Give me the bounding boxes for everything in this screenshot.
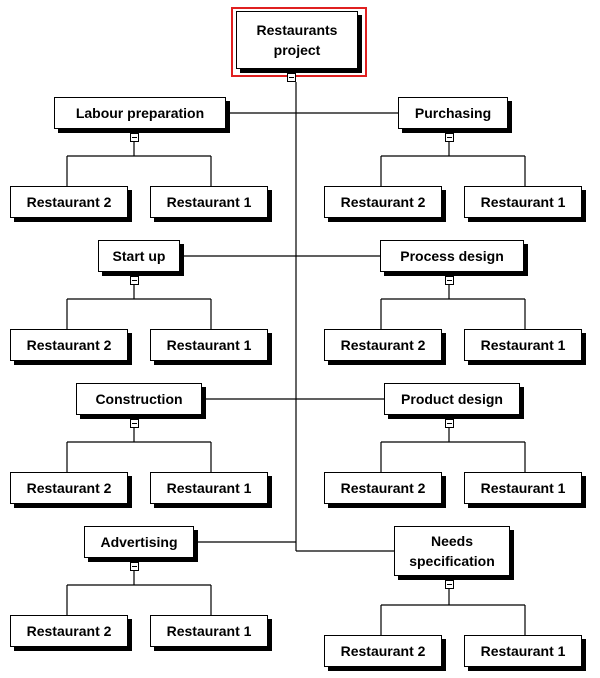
subtask-construction-restaurant-2[interactable]: Restaurant 2: [10, 472, 128, 504]
subtask-process-design-restaurant-1-label: Restaurant 1: [480, 337, 566, 353]
category-construction-label: Construction: [95, 391, 183, 407]
category-labour-preparation[interactable]: Labour preparation: [54, 97, 226, 129]
subtask-start-up-restaurant-2-label: Restaurant 2: [26, 337, 112, 353]
category-purchasing-label: Purchasing: [414, 105, 492, 121]
subtask-needs-specification-restaurant-1-label: Restaurant 1: [480, 643, 566, 659]
category-purchasing[interactable]: Purchasing: [398, 97, 508, 129]
subtask-labour-preparation-restaurant-2-label: Restaurant 2: [26, 194, 112, 210]
subtask-product-design-restaurant-1[interactable]: Restaurant 1: [464, 472, 582, 504]
category-advertising-label: Advertising: [100, 534, 178, 550]
subtask-advertising-restaurant-2-label: Restaurant 2: [26, 623, 112, 639]
category-process-design-label: Process design: [400, 248, 504, 264]
collapse-toggle-icon[interactable]: [130, 419, 139, 428]
root-node-restaurants-project-label: Restaurants project: [256, 22, 338, 58]
subtask-start-up-restaurant-1-label: Restaurant 1: [166, 337, 252, 353]
subtask-construction-restaurant-2-label: Restaurant 2: [26, 480, 112, 496]
subtask-product-design-restaurant-2-label: Restaurant 2: [340, 480, 426, 496]
subtask-labour-preparation-restaurant-1[interactable]: Restaurant 1: [150, 186, 268, 218]
subtask-labour-preparation-restaurant-2[interactable]: Restaurant 2: [10, 186, 128, 218]
subtask-needs-specification-restaurant-2[interactable]: Restaurant 2: [324, 635, 442, 667]
category-product-design-label: Product design: [401, 391, 503, 407]
subtask-product-design-restaurant-1-label: Restaurant 1: [480, 480, 566, 496]
root-selection-outline: [231, 7, 367, 77]
collapse-toggle-icon[interactable]: [130, 562, 139, 571]
category-start-up[interactable]: Start up: [98, 240, 180, 272]
collapse-toggle-icon[interactable]: [287, 73, 296, 82]
subtask-advertising-restaurant-2[interactable]: Restaurant 2: [10, 615, 128, 647]
subtask-needs-specification-restaurant-2-label: Restaurant 2: [340, 643, 426, 659]
subtask-advertising-restaurant-1-label: Restaurant 1: [166, 623, 252, 639]
category-needs-specification-label: Needs specification: [409, 533, 495, 569]
collapse-toggle-icon[interactable]: [130, 133, 139, 142]
category-needs-specification[interactable]: Needs specification: [394, 526, 510, 576]
subtask-needs-specification-restaurant-1[interactable]: Restaurant 1: [464, 635, 582, 667]
subtask-start-up-restaurant-2[interactable]: Restaurant 2: [10, 329, 128, 361]
category-construction[interactable]: Construction: [76, 383, 202, 415]
subtask-start-up-restaurant-1[interactable]: Restaurant 1: [150, 329, 268, 361]
collapse-toggle-icon[interactable]: [130, 276, 139, 285]
subtask-process-design-restaurant-1[interactable]: Restaurant 1: [464, 329, 582, 361]
root-node-restaurants-project[interactable]: Restaurants project: [236, 11, 358, 69]
subtask-product-design-restaurant-2[interactable]: Restaurant 2: [324, 472, 442, 504]
collapse-toggle-icon[interactable]: [445, 580, 454, 589]
subtask-purchasing-restaurant-1[interactable]: Restaurant 1: [464, 186, 582, 218]
collapse-toggle-icon[interactable]: [445, 133, 454, 142]
subtask-purchasing-restaurant-1-label: Restaurant 1: [480, 194, 566, 210]
category-start-up-label: Start up: [112, 248, 166, 264]
category-process-design[interactable]: Process design: [380, 240, 524, 272]
subtask-purchasing-restaurant-2-label: Restaurant 2: [340, 194, 426, 210]
subtask-purchasing-restaurant-2[interactable]: Restaurant 2: [324, 186, 442, 218]
category-labour-preparation-label: Labour preparation: [75, 105, 205, 121]
subtask-advertising-restaurant-1[interactable]: Restaurant 1: [150, 615, 268, 647]
subtask-process-design-restaurant-2-label: Restaurant 2: [340, 337, 426, 353]
subtask-labour-preparation-restaurant-1-label: Restaurant 1: [166, 194, 252, 210]
category-product-design[interactable]: Product design: [384, 383, 520, 415]
collapse-toggle-icon[interactable]: [445, 419, 454, 428]
subtask-construction-restaurant-1[interactable]: Restaurant 1: [150, 472, 268, 504]
subtask-process-design-restaurant-2[interactable]: Restaurant 2: [324, 329, 442, 361]
subtask-construction-restaurant-1-label: Restaurant 1: [166, 480, 252, 496]
category-advertising[interactable]: Advertising: [84, 526, 194, 558]
collapse-toggle-icon[interactable]: [445, 276, 454, 285]
